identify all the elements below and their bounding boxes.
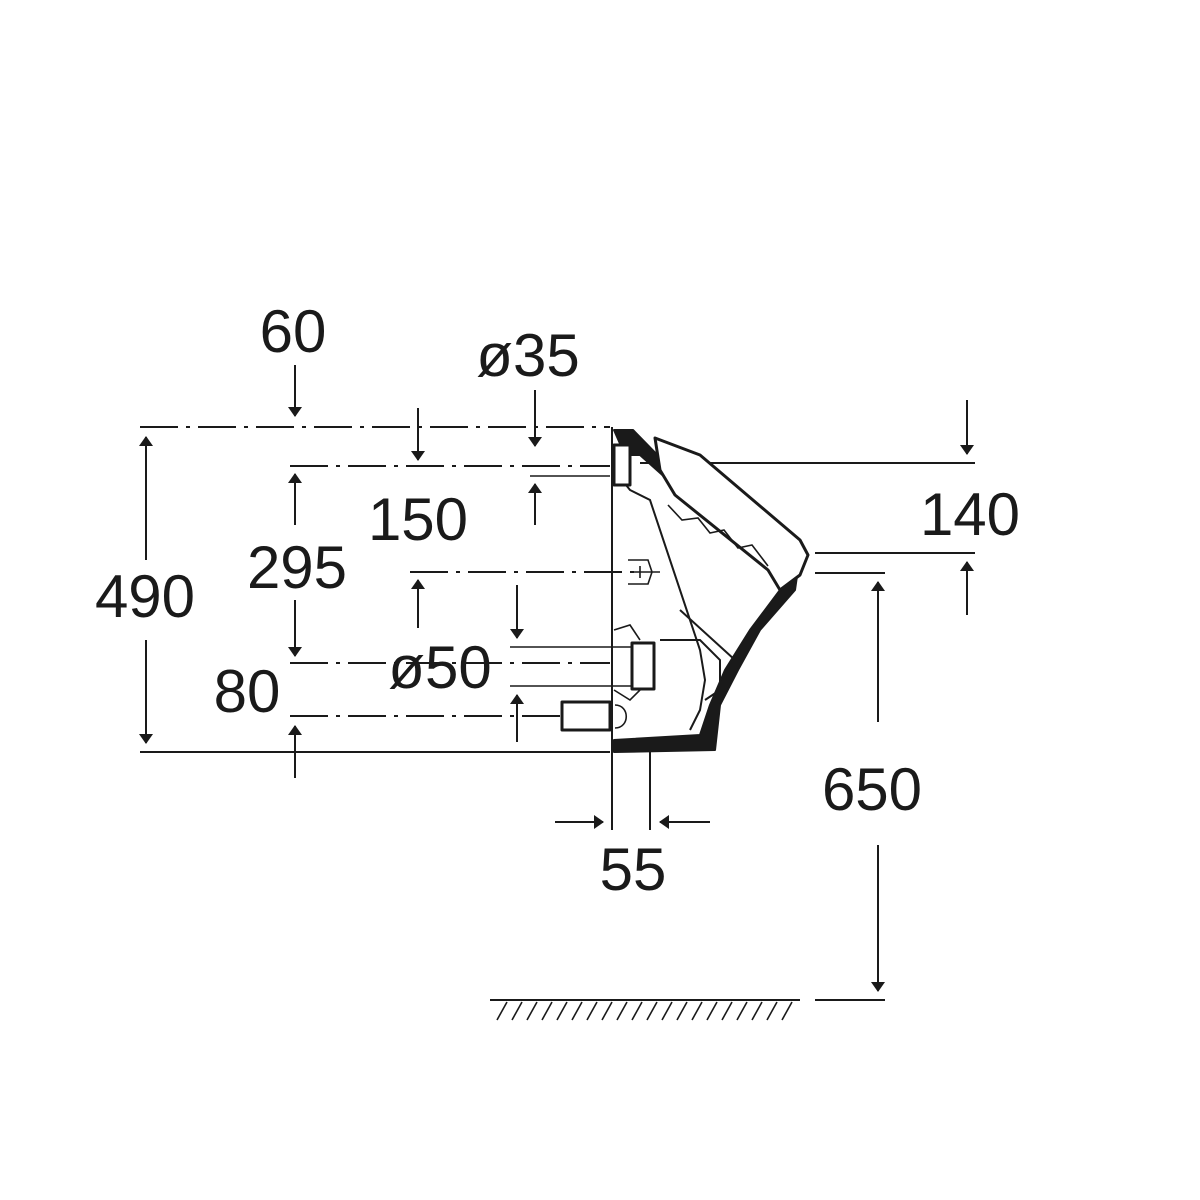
fixing-bolt: [628, 559, 660, 585]
urinal-lid: [653, 436, 810, 592]
lower-pipe: [560, 700, 612, 732]
dim-80-label: 80: [214, 658, 281, 725]
lower-pipe-end: [614, 704, 628, 729]
dim-60-label: 60: [260, 298, 327, 365]
dim-35-label: ø35: [476, 322, 579, 389]
trap-line: [660, 639, 721, 701]
dim-650-label: 650: [822, 756, 922, 823]
spray-teeth: [667, 504, 769, 567]
dim-150-label: 150: [368, 486, 468, 553]
dim-140-label: 140: [920, 481, 1020, 548]
dim-295-label: 295: [247, 534, 347, 601]
outlet-connector: [630, 641, 656, 691]
dim-55-label: 55: [600, 836, 667, 903]
dim-50-label: ø50: [388, 634, 491, 701]
outlet-flange: [613, 624, 641, 702]
floor-hatch: [490, 999, 800, 1021]
trap-inner: [679, 609, 736, 661]
urinal-body: [560, 429, 810, 753]
supply-connector: [612, 443, 632, 487]
dim-490-label: 490: [95, 563, 195, 630]
